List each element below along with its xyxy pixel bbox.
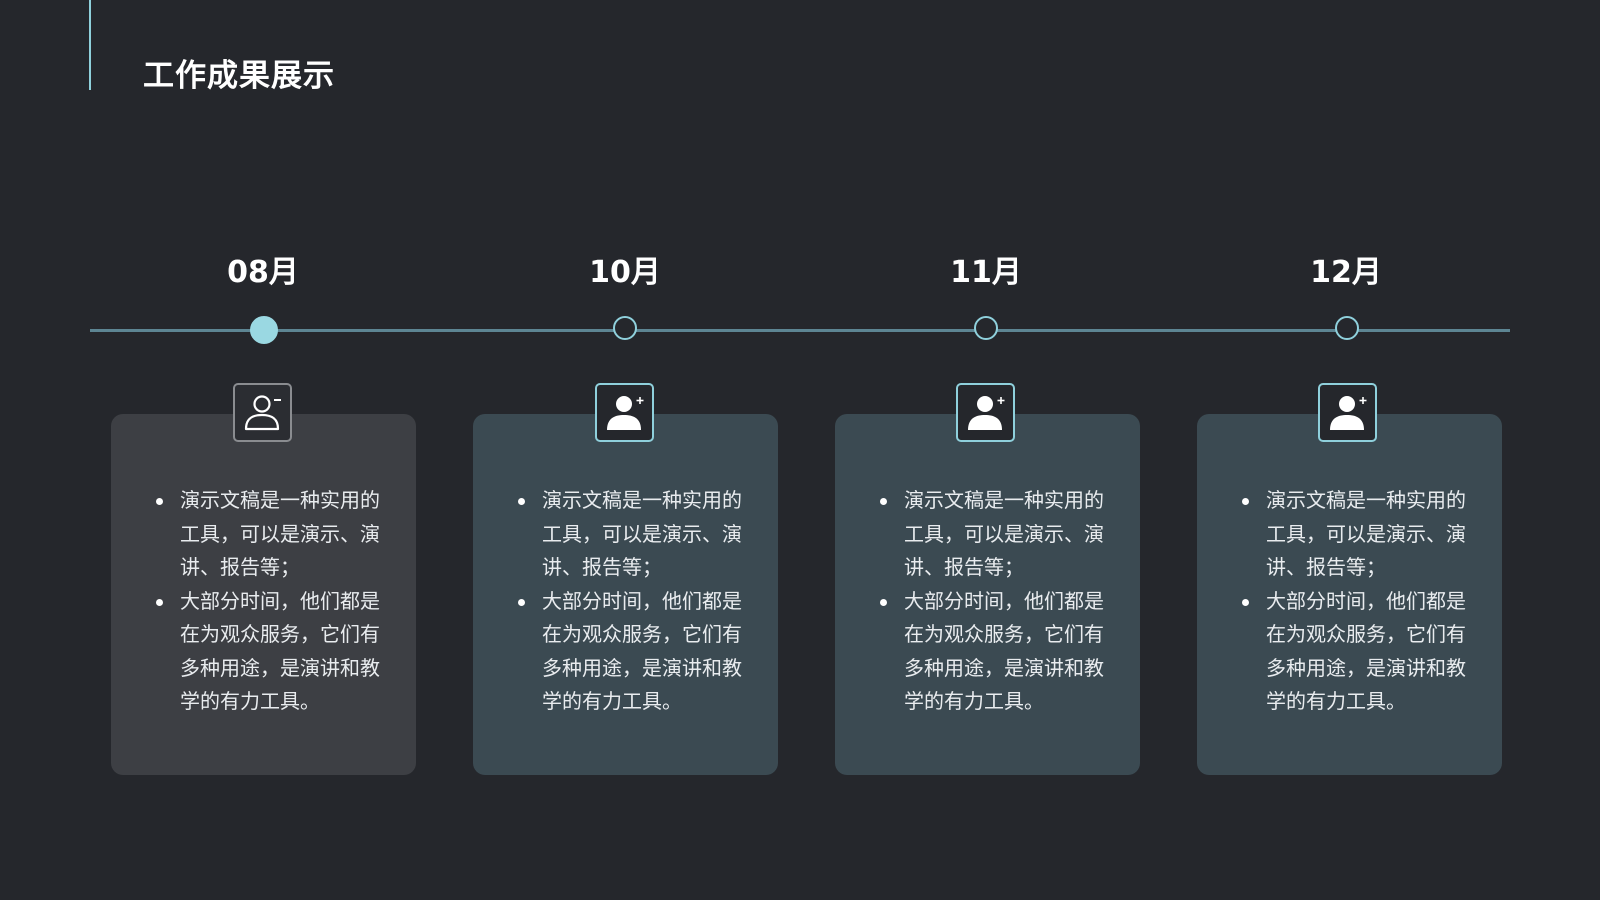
bullet-item: 演示文稿是一种实用的工具，可以是演示、演讲、报告等； — [518, 484, 745, 585]
bullet-list: 演示文稿是一种实用的工具，可以是演示、演讲、报告等； 大部分时间，他们都是在为观… — [1233, 484, 1469, 719]
milestone-card-3: 演示文稿是一种实用的工具，可以是演示、演讲、报告等； 大部分时间，他们都是在为观… — [835, 414, 1140, 775]
bullet-item: 演示文稿是一种实用的工具，可以是演示、演讲、报告等； — [156, 484, 383, 585]
page-title: 工作成果展示 — [143, 58, 335, 94]
user-add-icon[interactable] — [595, 383, 654, 442]
timeline-node[interactable] — [1335, 316, 1359, 340]
title-accent-bar — [89, 0, 91, 90]
bullet-list: 演示文稿是一种实用的工具，可以是演示、演讲、报告等； 大部分时间，他们都是在为观… — [147, 484, 383, 719]
milestone-month-2: 10月 — [589, 255, 661, 290]
bullet-item: 大部分时间，他们都是在为观众服务，它们有多种用途，是演讲和教学的有力工具。 — [156, 585, 383, 719]
bullet-item: 大部分时间，他们都是在为观众服务，它们有多种用途，是演讲和教学的有力工具。 — [518, 585, 745, 719]
milestone-card-2: 演示文稿是一种实用的工具，可以是演示、演讲、报告等； 大部分时间，他们都是在为观… — [473, 414, 778, 775]
timeline-node-active[interactable] — [250, 316, 278, 344]
milestone-card-4: 演示文稿是一种实用的工具，可以是演示、演讲、报告等； 大部分时间，他们都是在为观… — [1197, 414, 1502, 775]
milestone-month-3: 11月 — [950, 255, 1022, 290]
timeline-line — [90, 329, 1510, 332]
bullet-item: 大部分时间，他们都是在为观众服务，它们有多种用途，是演讲和教学的有力工具。 — [880, 585, 1107, 719]
timeline-node[interactable] — [613, 316, 637, 340]
user-add-icon[interactable] — [1318, 383, 1377, 442]
timeline-node[interactable] — [974, 316, 998, 340]
user-remove-icon[interactable] — [233, 383, 292, 442]
user-add-icon[interactable] — [956, 383, 1015, 442]
bullet-item: 大部分时间，他们都是在为观众服务，它们有多种用途，是演讲和教学的有力工具。 — [1242, 585, 1469, 719]
milestone-month-1: 08月 — [227, 255, 299, 290]
bullet-item: 演示文稿是一种实用的工具，可以是演示、演讲、报告等； — [880, 484, 1107, 585]
bullet-list: 演示文稿是一种实用的工具，可以是演示、演讲、报告等； 大部分时间，他们都是在为观… — [509, 484, 745, 719]
milestone-month-4: 12月 — [1310, 255, 1382, 290]
milestone-card-1: 演示文稿是一种实用的工具，可以是演示、演讲、报告等； 大部分时间，他们都是在为观… — [111, 414, 416, 775]
bullet-item: 演示文稿是一种实用的工具，可以是演示、演讲、报告等； — [1242, 484, 1469, 585]
bullet-list: 演示文稿是一种实用的工具，可以是演示、演讲、报告等； 大部分时间，他们都是在为观… — [871, 484, 1107, 719]
